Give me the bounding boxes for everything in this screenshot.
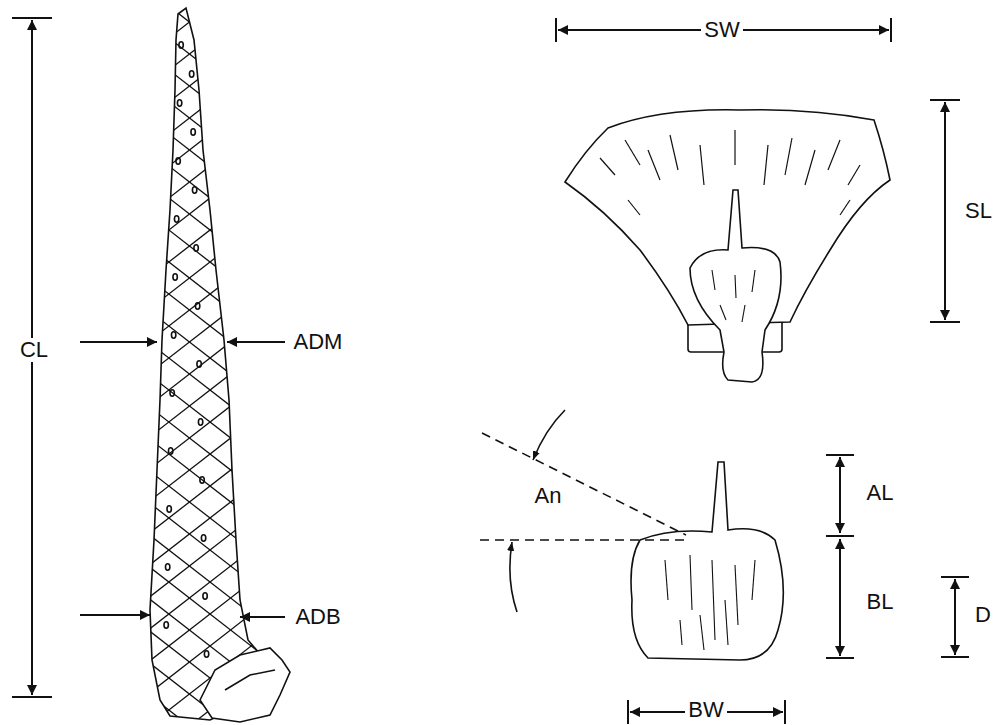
cone-drawing xyxy=(120,0,300,725)
dimension-label: ADB xyxy=(292,605,343,629)
dimension-label: ADM xyxy=(291,330,346,354)
cone-dimensions xyxy=(12,18,285,697)
scale-dimensions xyxy=(556,18,960,322)
dimension-label: D xyxy=(972,603,994,627)
dimension-label: SL xyxy=(962,199,995,223)
seed-dimensions xyxy=(480,410,969,724)
dimension-label: BW xyxy=(685,698,726,722)
dimension-label: AL xyxy=(864,481,897,505)
dimension-label: SW xyxy=(701,18,742,42)
dimension-label: BL xyxy=(864,590,897,614)
dimension-label: An xyxy=(532,484,565,508)
seed-drawing xyxy=(631,462,783,660)
scale-drawing xyxy=(565,110,890,382)
dimension-label: CL xyxy=(17,338,51,362)
